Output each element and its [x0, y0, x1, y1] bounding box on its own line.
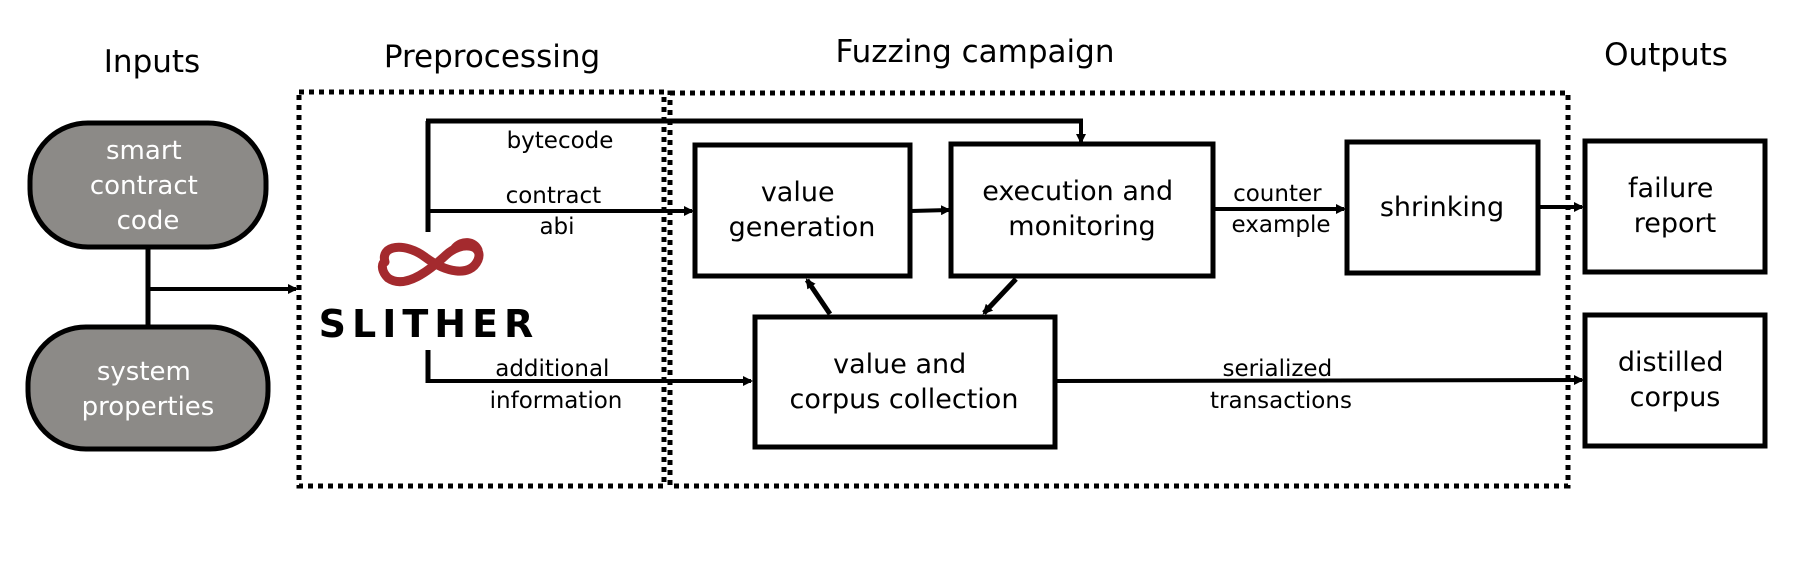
generation-to-execution-arrow — [910, 205, 951, 216]
slither-logo-icon — [377, 238, 484, 287]
corpus-to-generation-arrow — [804, 278, 833, 316]
corpus-to-distilled-arrow — [1055, 375, 1584, 386]
input-smart-contract-label: smart contract code — [90, 136, 206, 236]
box-execution-monitoring-label: execution and monitoring — [982, 176, 1182, 242]
edge-label-serialized-transactions: serialized transactions — [1210, 356, 1352, 414]
section-title-preprocessing: Preprocessing — [384, 39, 600, 75]
box-execution-monitoring — [948, 141, 1216, 279]
box-failure-report-label: failure report — [1628, 173, 1722, 239]
box-distilled-corpus-label: distilled corpus — [1618, 347, 1732, 413]
execution-to-corpus-arrow — [982, 277, 1018, 315]
fuzzing-region — [667, 90, 1571, 489]
box-distilled-corpus — [1582, 312, 1768, 449]
section-title-inputs: Inputs — [104, 44, 200, 80]
preprocessing-region — [296, 89, 667, 489]
edge-label-counter-example: counter example — [1232, 181, 1331, 238]
section-title-fuzzing: Fuzzing campaign — [836, 34, 1115, 70]
slither-wordmark: SLITHER — [319, 302, 540, 346]
edge-label-bytecode: bytecode — [507, 128, 614, 154]
box-corpus-collection-label: value and corpus collection — [790, 349, 1019, 415]
section-title-outputs: Outputs — [1604, 37, 1728, 73]
edge-label-contract-abi: contract abi — [506, 183, 609, 240]
input-system-properties-label: system properties — [82, 357, 215, 422]
box-failure-report — [1582, 138, 1768, 275]
box-shrinking-label: shrinking — [1380, 192, 1504, 223]
input-system-properties — [25, 324, 271, 452]
box-shrinking — [1344, 139, 1541, 276]
box-value-generation-label: value generation — [729, 177, 876, 243]
box-corpus-collection — [752, 314, 1058, 450]
edge-label-additional-information: additional information — [490, 356, 623, 414]
box-value-generation — [692, 142, 913, 279]
